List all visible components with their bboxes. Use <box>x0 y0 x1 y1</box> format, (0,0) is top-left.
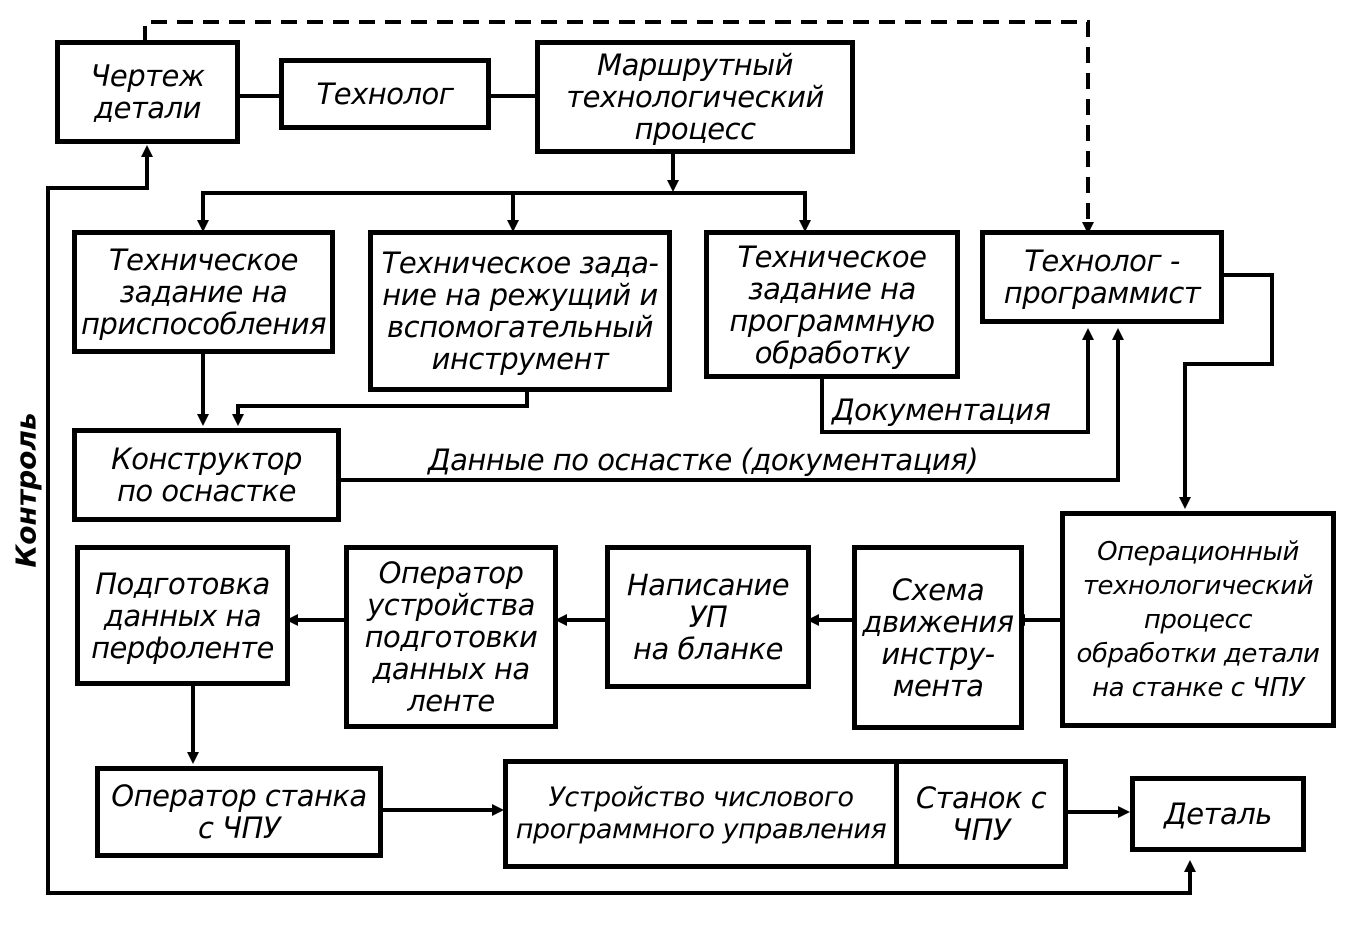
box-tool-path-text: Схема движения инстру- мента <box>862 572 1014 703</box>
box-machine-operator-text: Оператор станка с ЧПУ <box>111 779 367 845</box>
box-task-program-text: Техническое задание на программную обраб… <box>729 239 935 370</box>
box-task-fixtures-text: Техническое задание на приспособления <box>80 243 327 341</box>
arrowhead <box>197 220 209 232</box>
box-drawing: Чертеж детали <box>55 40 240 144</box>
connector-programmer-to-operational <box>1183 273 1274 500</box>
arrowhead <box>1184 860 1196 872</box>
box-task-tools-text: Техническое зада- ние на режущий и вспом… <box>381 246 659 376</box>
label-documentation: Документация <box>832 393 1051 427</box>
box-machine-operator: Оператор станка с ЧПУ <box>95 766 383 858</box>
arrowhead <box>507 220 519 232</box>
arrowhead <box>799 220 811 232</box>
arrowhead <box>1082 222 1094 234</box>
box-cnc-machine-text: Станок с ЧПУ <box>915 781 1047 847</box>
arrowhead <box>1118 806 1130 818</box>
box-route-process-text: Маршрутный технологический процесс <box>566 48 824 146</box>
box-technologist-text: Технолог <box>316 77 454 111</box>
box-cnc-device-text: Устройство числового программного управл… <box>515 782 887 845</box>
connector-tools-to-designer <box>236 390 529 418</box>
box-route-process: Маршрутный технологический процесс <box>535 40 855 154</box>
box-task-fixtures: Техническое задание на приспособления <box>72 230 335 354</box>
arrowhead <box>1112 328 1124 340</box>
box-operational-process-text: Операционный технологический процесс обр… <box>1076 536 1320 703</box>
box-write-program-text: Написание УП на бланке <box>626 568 790 666</box>
box-part-text: Деталь <box>1164 797 1272 831</box>
arrowhead <box>555 614 567 626</box>
box-tape-prep-text: Подготовка данных на перфоленте <box>91 566 274 665</box>
arrowhead <box>1179 497 1191 509</box>
arrowhead <box>286 614 298 626</box>
box-write-program: Написание УП на бланке <box>605 545 811 689</box>
arrowhead <box>492 804 504 816</box>
box-part: Деталь <box>1130 776 1306 852</box>
label-control: Контроль <box>9 412 43 568</box>
arrowhead <box>667 180 679 192</box>
box-cnc-machine: Станок с ЧПУ <box>894 759 1068 869</box>
box-drawing-text: Чертеж детали <box>90 59 206 125</box>
box-operational-process: Операционный технологический процесс обр… <box>1060 511 1336 728</box>
box-tool-path: Схема движения инстру- мента <box>852 545 1024 730</box>
box-fixture-designer: Конструктор по оснастке <box>72 428 341 522</box>
box-tape-prep: Подготовка данных на перфоленте <box>75 545 290 686</box>
connector-documentation <box>820 334 1090 434</box>
box-tape-operator: Оператор устройства подготовки данных на… <box>344 545 558 729</box>
connector-distribution-bar <box>201 191 807 225</box>
arrowhead <box>807 614 819 626</box>
box-task-tools: Техническое зада- ние на режущий и вспом… <box>368 230 672 392</box>
box-tech-programmer-text: Технолог - программист <box>1003 244 1201 310</box>
arrowhead <box>141 145 153 157</box>
box-tech-programmer: Технолог - программист <box>980 230 1224 324</box>
arrowhead <box>187 752 199 764</box>
arrowhead <box>197 414 209 426</box>
box-task-program: Техническое задание на программную обраб… <box>704 230 960 379</box>
box-cnc-device: Устройство числового программного управл… <box>503 759 899 869</box>
box-fixture-designer-text: Конструктор по оснастке <box>111 442 302 508</box>
box-tape-operator-text: Оператор устройства подготовки данных на… <box>364 556 538 718</box>
label-fixture-data: Данные по оснастке (документация) <box>428 443 979 477</box>
arrowhead <box>1082 328 1094 340</box>
box-technologist: Технолог <box>279 58 491 130</box>
connector-fixture-data <box>339 334 1120 482</box>
control-loop-line <box>46 154 1192 895</box>
arrowhead <box>232 414 244 426</box>
dashed-line-to-programmer <box>143 20 1090 222</box>
